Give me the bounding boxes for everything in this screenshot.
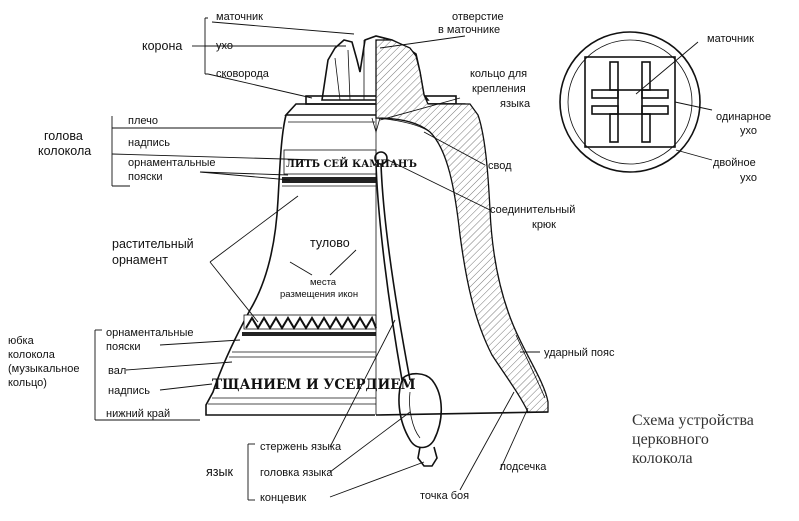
inscription-bottom: ТЩАНИЕМ И УСЕРДИЕМ [212, 377, 416, 393]
label-koltso-2: крепления [472, 83, 526, 95]
label-otverstie-1: отверстие [452, 11, 504, 23]
bell-body: ЛИТЬ СЕЙ КАМПАНЪ ТЩАНИЕМ И УСЕРДИЕМ [205, 35, 549, 467]
label-soed-1: соединительный [490, 204, 575, 216]
inset-label-matochnik: маточник [707, 33, 754, 45]
label-rast-1: растительный [112, 237, 194, 251]
label-koltso-1: кольцо для [470, 68, 527, 80]
labels: корона маточник ухо сковорода отверстие … [8, 11, 754, 504]
label-skovoroda: сковорода [216, 68, 270, 80]
label-tochka: точка боя [420, 490, 469, 502]
label-orn-top-1: орнаментальные [128, 157, 215, 169]
group-korona: корона [142, 39, 182, 53]
label-val: вал [108, 365, 126, 377]
label-orn-bot-1: орнаментальные [106, 327, 193, 339]
leader-lines [94, 17, 540, 501]
label-orn-bot-2: пояски [106, 341, 141, 353]
inset-label-odinarnoe-1: одинарное [716, 111, 771, 123]
inset-label-dvoinoe-2: ухо [740, 172, 757, 184]
label-nizhniy: нижний край [106, 408, 170, 420]
label-mesta-1: места [310, 277, 337, 288]
label-udarny: ударный пояс [544, 347, 615, 359]
title-line-2: церковного [632, 431, 709, 448]
label-rast-2: орнамент [112, 253, 168, 267]
crown-top-view: маточник одинарное ухо двойное ухо [559, 31, 771, 184]
label-golovka: головка языка [260, 467, 333, 479]
inscription-top: ЛИТЬ СЕЙ КАМПАНЪ [286, 157, 417, 170]
group-yazyk: язык [206, 465, 233, 479]
label-soed-2: крюк [532, 219, 556, 231]
label-orn-top-2: пояски [128, 171, 163, 183]
inset-label-odinarnoe-2: ухо [740, 125, 757, 137]
inset-label-dvoinoe-1: двойное [713, 157, 756, 169]
group-yubka-3: (музыкальное [8, 363, 79, 375]
label-nadpis-2: надпись [108, 385, 150, 397]
label-mesta-2: размещения икон [280, 289, 358, 300]
label-podsechka: подсечка [500, 461, 547, 473]
label-otverstie-2: в маточнике [438, 24, 500, 36]
label-tulovo: тулово [310, 236, 350, 250]
group-yubka-1: юбка [8, 335, 35, 347]
group-yubka-2: колокола [8, 349, 56, 361]
label-svod: свод [488, 160, 512, 172]
label-koltso-3: языка [500, 98, 531, 110]
label-ukho: ухо [216, 40, 233, 52]
title-line-3: колокола [632, 450, 693, 467]
label-matochnik: маточник [216, 11, 263, 23]
group-golova-2: колокола [38, 144, 91, 158]
label-sterzhen: стержень языка [260, 441, 342, 453]
label-nadpis: надпись [128, 137, 170, 149]
title-line-1: Схема устройства [632, 412, 754, 429]
label-plecho: плечо [128, 115, 158, 127]
group-yubka-4: кольцо) [8, 377, 47, 389]
group-golova-1: голова [44, 129, 83, 143]
vegetal-ornament [242, 314, 377, 336]
label-kontsevik: концевик [260, 492, 306, 504]
